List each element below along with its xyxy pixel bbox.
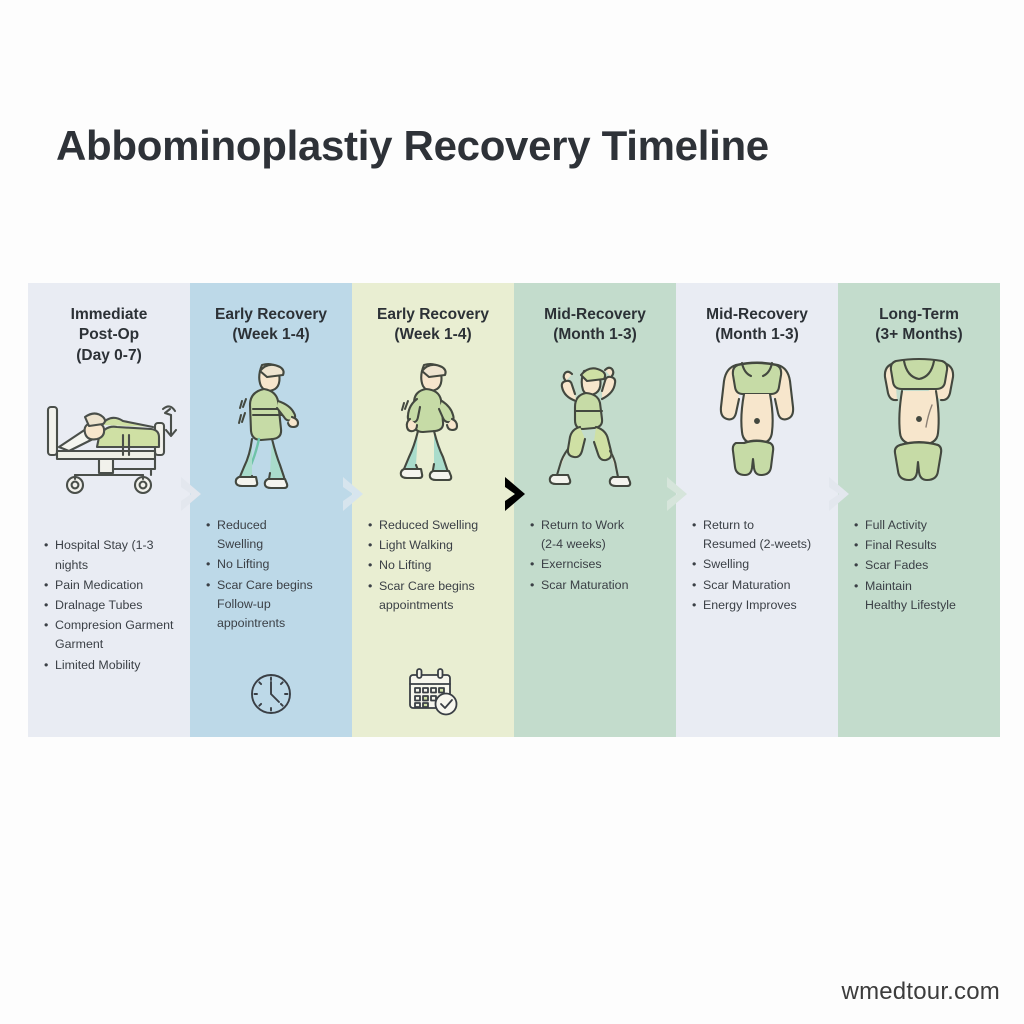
walking-person-icon [362,352,504,502]
list-item: Maintain Healthy Lifestyle [854,577,986,615]
list-item: Dralnage Tubes [44,596,176,615]
site-watermark: wmedtour.com [841,978,1000,1005]
list-item: Compresion Garment Garment [44,616,176,654]
list-item: Full Activity [854,516,986,535]
stage-bullet-list: Return to Work (2-4 weeks) Exerncises Sc… [524,516,666,595]
stage-heading: Early Recovery (Week 1-4) [376,306,490,344]
stage-heading: Long-Term (3+ Months) [875,306,963,344]
stage-column-mid-recovery-a[interactable]: Mid-Recovery (Month 1-3) [514,283,676,737]
walking-person-with-compression-garment-icon [200,352,342,502]
list-item: Light Walking [368,536,500,555]
list-item: Reduced Swelling [206,516,338,554]
stage-column-early-recovery-a[interactable]: Early Recovery (Week 1-4) [190,283,352,737]
list-item: Scar Maturation [530,576,662,595]
stage-column-mid-recovery-b[interactable]: Mid-Recovery (Month 1-3) [676,283,838,737]
patient-in-hospital-bed-icon [38,372,180,522]
stage-heading: Early Recovery (Week 1-4) [214,306,328,344]
list-item: Return to Work (2-4 weeks) [530,516,662,554]
female-torso-healing-icon [686,352,828,502]
page-title: Abbominoplastiy Recovery Timeline [56,122,769,169]
list-item: Energy Improves [692,596,824,615]
list-item: Swelling [692,555,824,574]
list-item: Pain Medication [44,576,176,595]
stage-column-early-recovery-b[interactable]: Early Recovery (Week 1-4) [352,283,514,737]
stage-column-immediate-post-op[interactable]: Immediate Post-Op (Day 0-7) [28,283,190,737]
list-item: No Lifting [206,555,338,574]
list-item: Exerncises [530,555,662,574]
list-item: Final Results [854,536,986,555]
clock-icon [190,671,352,717]
stage-heading: Mid-Recovery (Month 1-3) [544,306,646,344]
stage-bullet-list: Hospital Stay (1-3 nights Pain Medicatio… [38,536,180,675]
list-item: No Lifting [368,556,500,575]
stage-column-long-term[interactable]: Long-Term (3+ Months) [838,283,1000,737]
list-item: Return to Resumed (2-weets) [692,516,824,554]
stage-heading: Mid-Recovery (Month 1-3) [706,306,808,344]
list-item: Scar Fades [854,556,986,575]
stage-bullet-list: Return to Resumed (2-weets) Swelling Sca… [686,516,828,615]
recovery-timeline: Immediate Post-Op (Day 0-7) [28,283,1000,737]
list-item: Scar Maturation [692,576,824,595]
person-exercising-stretching-icon [524,352,666,502]
list-item: Scar Care begins appointments [368,577,500,615]
list-item: Reduced Swelling [368,516,500,535]
stage-bullet-list: Reduced Swelling Light Walking No Liftin… [362,516,504,615]
stage-bullet-list: Reduced Swelling No Lifting Scar Care be… [200,516,342,633]
female-torso-final-result-icon [848,352,990,502]
stage-bullet-list: Full Activity Final Results Scar Fades M… [848,516,990,615]
list-item: Hospital Stay (1-3 nights [44,536,176,574]
calendar-check-icon [352,667,514,717]
list-item: Scar Care begins Follow-up appointrents [206,576,338,634]
list-item: Limited Mobility [44,656,176,675]
stage-heading: Immediate Post-Op (Day 0-7) [70,306,148,364]
